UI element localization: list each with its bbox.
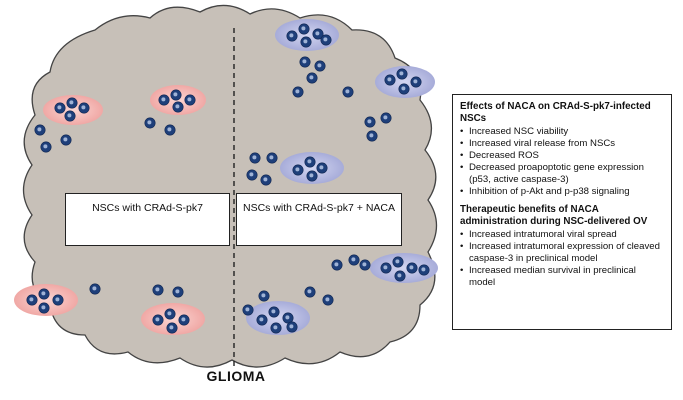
nsc-cell	[172, 101, 184, 113]
nsc-cluster-blue	[370, 253, 438, 283]
nsc-cell	[268, 306, 280, 318]
nsc-cell	[54, 102, 66, 114]
nsc-cell	[178, 314, 190, 326]
nsc-cell	[64, 110, 76, 122]
nsc-cell	[398, 83, 410, 95]
nsc-cell	[316, 162, 328, 174]
nsc-cluster-blue	[280, 152, 344, 184]
nsc-cell	[320, 34, 332, 46]
nsc-cell	[300, 36, 312, 48]
nsc-cell	[396, 68, 408, 80]
nsc-cluster-pink	[43, 95, 103, 125]
nsc-cell	[292, 164, 304, 176]
nsc-cell	[304, 286, 316, 298]
nsc-crad-naca-label-box: NSCs with CRAd-S-pk7 + NACA	[236, 193, 402, 246]
nsc-cluster-blue	[375, 66, 435, 98]
nsc-crad-label: NSCs with CRAd-S-pk7	[92, 202, 203, 214]
nsc-cell	[152, 284, 164, 296]
nsc-cell	[384, 74, 396, 86]
nsc-cell	[164, 124, 176, 136]
nsc-cell	[306, 72, 318, 84]
benefits-item: Increased median survival in preclinical…	[460, 265, 664, 289]
nsc-cell	[38, 288, 50, 300]
naca-info-panel: Effects of NACA on CRAd-S-pk7-infected N…	[452, 94, 672, 330]
effects-item: Decreased ROS	[460, 150, 664, 162]
effects-list: Increased NSC viability Increased viral …	[460, 126, 664, 198]
nsc-cell	[380, 262, 392, 274]
nsc-crad-label-box: NSCs with CRAd-S-pk7	[65, 193, 230, 246]
glioma-label: GLIOMA	[206, 368, 266, 384]
nsc-cell	[158, 94, 170, 106]
nsc-cell	[170, 89, 182, 101]
nsc-cell	[78, 102, 90, 114]
nsc-cell	[60, 134, 72, 146]
nsc-cell	[348, 254, 360, 266]
benefits-item: Increased intratumoral viral spread	[460, 229, 664, 241]
nsc-cell	[394, 270, 406, 282]
nsc-cell	[249, 152, 261, 164]
nsc-cell	[322, 294, 334, 306]
nsc-cell	[312, 28, 324, 40]
nsc-cell	[418, 264, 430, 276]
effects-item: Increased viral release from NSCs	[460, 138, 664, 150]
nsc-cell	[286, 30, 298, 42]
nsc-cell	[26, 294, 38, 306]
nsc-cell	[270, 322, 282, 334]
nsc-cell	[164, 308, 176, 320]
nsc-cell	[258, 290, 270, 302]
nsc-cell	[89, 283, 101, 295]
nsc-cell	[246, 169, 258, 181]
nsc-cell	[298, 23, 310, 35]
effects-item: Decreased proapoptotic gene expression (…	[460, 162, 664, 186]
nsc-cell	[359, 259, 371, 271]
effects-item: Increased NSC viability	[460, 126, 664, 138]
nsc-cell	[38, 302, 50, 314]
nsc-cell	[40, 141, 52, 153]
benefits-list: Increased intratumoral viral spread Incr…	[460, 229, 664, 289]
nsc-cell	[304, 156, 316, 168]
nsc-cell	[282, 312, 294, 324]
nsc-cell	[410, 76, 422, 88]
nsc-cell	[314, 60, 326, 72]
nsc-cell	[172, 286, 184, 298]
nsc-cell	[242, 304, 254, 316]
nsc-cell	[406, 262, 418, 274]
nsc-crad-naca-label: NSCs with CRAd-S-pk7 + NACA	[243, 202, 395, 214]
nsc-cell	[152, 314, 164, 326]
nsc-cell	[144, 117, 156, 129]
nsc-cluster-pink	[141, 303, 205, 335]
effects-heading: Effects of NACA on CRAd-S-pk7-infected N…	[460, 101, 651, 124]
nsc-cell	[256, 314, 268, 326]
benefits-item: Increased intratumoral expression of cle…	[460, 241, 664, 265]
nsc-cell	[380, 112, 392, 124]
nsc-cell	[34, 124, 46, 136]
nsc-cell	[266, 152, 278, 164]
nsc-cluster-pink	[14, 284, 78, 316]
nsc-cell	[286, 321, 298, 333]
nsc-cell	[52, 294, 64, 306]
nsc-cell	[392, 256, 404, 268]
nsc-cell	[331, 259, 343, 271]
benefits-heading: Therapeutic benefits of NACA administrat…	[460, 204, 648, 227]
nsc-cell	[260, 174, 272, 186]
nsc-cell	[184, 94, 196, 106]
nsc-cell	[299, 56, 311, 68]
nsc-cell	[306, 170, 318, 182]
nsc-cell	[366, 130, 378, 142]
nsc-cell	[342, 86, 354, 98]
effects-item: Inhibition of p-Akt and p-p38 signaling	[460, 186, 664, 198]
nsc-cell	[364, 116, 376, 128]
nsc-cell	[292, 86, 304, 98]
nsc-cell	[66, 97, 78, 109]
glioma-tumor-mass	[22, 4, 438, 368]
nsc-cell	[166, 322, 178, 334]
